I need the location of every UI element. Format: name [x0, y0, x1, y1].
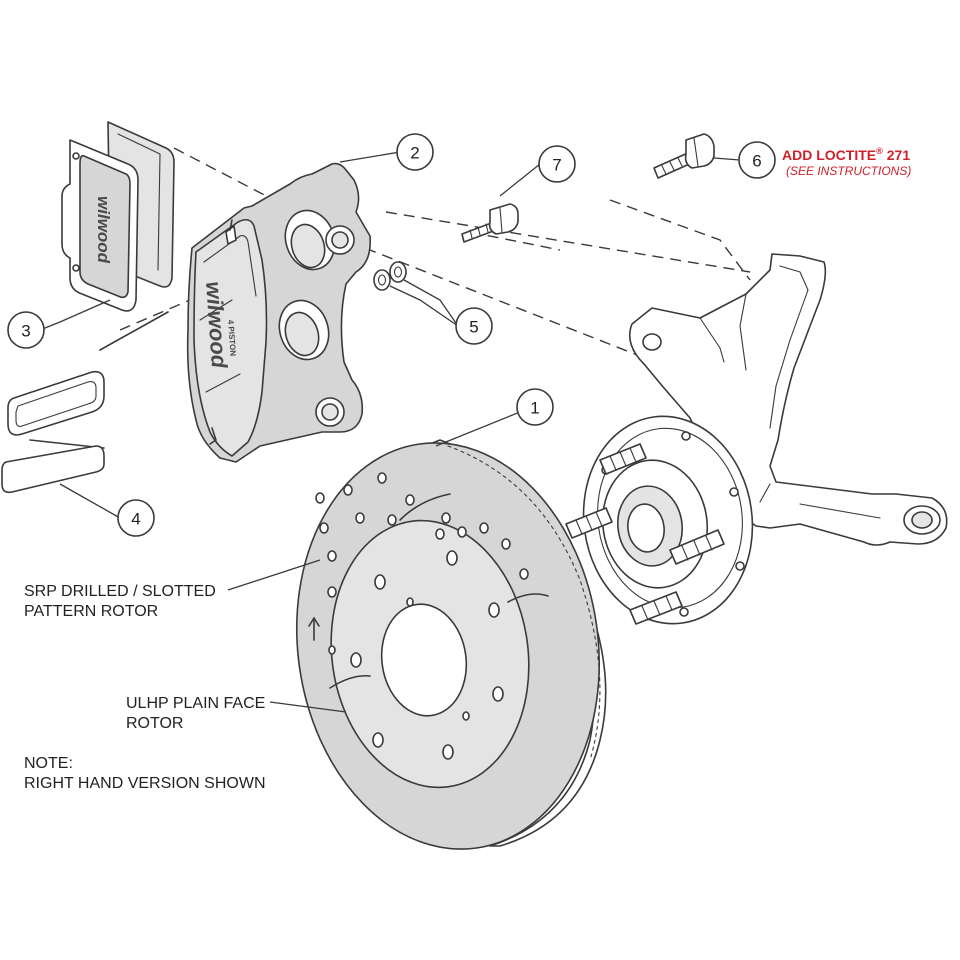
svg-text:4: 4: [131, 510, 140, 529]
srp-rotor-label: SRP DRILLED / SLOTTED PATTERN ROTOR: [24, 583, 216, 620]
svg-text:6: 6: [752, 152, 761, 171]
pad-brand-logo: wilwood: [94, 196, 113, 264]
loctite-prefix: ADD LOCTITE: [782, 147, 876, 163]
callout-7: 7: [538, 145, 576, 183]
svg-text:1: 1: [530, 399, 539, 418]
pad-retaining-pin: [99, 311, 169, 351]
loctite-note: ADD LOCTITE® 271 (SEE INSTRUCTIONS): [782, 146, 911, 178]
brake-caliper: wilwood 4 PISTON: [186, 162, 372, 463]
shim-washers: [373, 261, 407, 291]
ulhp-rotor-label: ULHP PLAIN FACE ROTOR: [126, 695, 265, 732]
ulhp-label-line-1: ULHP PLAIN FACE: [126, 695, 265, 712]
note-text: RIGHT HAND VERSION SHOWN: [24, 775, 266, 792]
callout-1: 1: [516, 388, 554, 426]
srp-label-line-2: PATTERN ROTOR: [24, 603, 158, 620]
caliper-brand-logo: wilwood: [201, 281, 232, 370]
callout-4: 4: [117, 499, 155, 537]
svg-text:ADD LOCTITE®271: ADD LOCTITE® 271: [782, 146, 910, 163]
caliper-mounting-bolt-long: [653, 133, 715, 179]
rotor-drill-holes: [315, 472, 529, 598]
svg-text:7: 7: [552, 156, 561, 175]
caliper-mounting-bolt-short: [461, 203, 519, 243]
caliper-piston-text: 4 PISTON: [226, 320, 238, 357]
loctite-registered: ®: [876, 146, 883, 156]
callout-5: 5: [455, 307, 493, 345]
steering-knuckle: [628, 253, 948, 546]
ulhp-label-line-2: ROTOR: [126, 715, 183, 732]
loctite-number: 271: [887, 147, 911, 163]
callout-3: 3: [7, 311, 45, 349]
leader-lines: [39, 151, 741, 713]
loctite-instructions: (SEE INSTRUCTIONS): [786, 164, 911, 178]
brake-pad-front: wilwood: [61, 139, 139, 312]
note-heading: NOTE:: [24, 755, 73, 772]
srp-label-line-1: SRP DRILLED / SLOTTED: [24, 583, 216, 600]
svg-text:5: 5: [469, 318, 478, 337]
wheel-hub: [582, 415, 754, 625]
svg-text:3: 3: [21, 322, 30, 341]
anti-squeal-shims: [1, 370, 105, 494]
note-label: NOTE: RIGHT HAND VERSION SHOWN: [24, 755, 266, 792]
callout-6: 6: [738, 141, 776, 179]
wheel-studs: [565, 443, 725, 625]
svg-text:2: 2: [410, 144, 419, 163]
brake-rotor: [295, 439, 607, 850]
callout-2: 2: [396, 133, 434, 171]
